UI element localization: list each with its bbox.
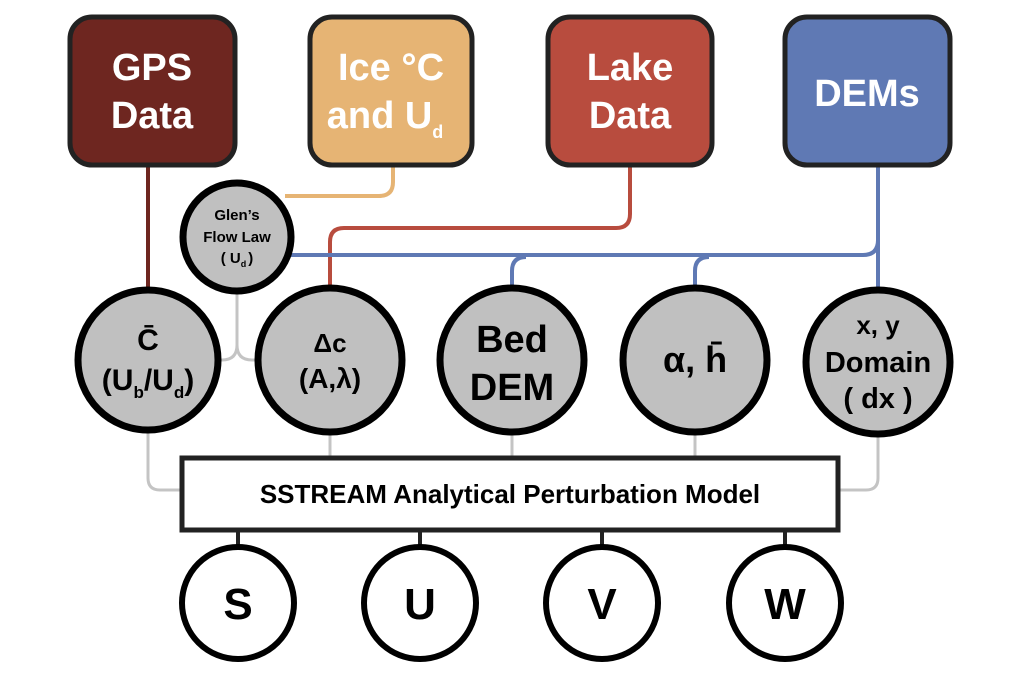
deltac-line2: (A,λ): [299, 363, 361, 394]
bed-line1: Bed: [476, 319, 548, 361]
bed-line2: DEM: [470, 367, 554, 409]
param-domain: x, y Domain ( dx ): [802, 286, 954, 438]
ice-connector: [285, 165, 395, 198]
connectors: [146, 165, 880, 548]
glen-connector: [208, 292, 256, 362]
source-dems: DEMs: [782, 14, 953, 168]
output-s: S: [179, 544, 297, 662]
glen-line3: ( Ud): [221, 250, 254, 269]
output-connectors: [236, 530, 787, 548]
ice-label-line2: and Ud: [327, 95, 444, 142]
lake-label-line2: Data: [589, 95, 672, 137]
source-ice-temp: Ice °C and Ud: [307, 14, 475, 168]
domain-model-connector: [838, 418, 880, 492]
deltac-line1: Δc: [313, 328, 346, 358]
output-w: W: [726, 544, 844, 662]
domain-line1: x, y: [856, 310, 900, 340]
output-u-label: U: [404, 580, 436, 629]
sstream-model-box: SSTREAM Analytical Perturbation Model: [179, 455, 841, 533]
glen-line2: Flow Law: [203, 229, 271, 246]
model-label: SSTREAM Analytical Perturbation Model: [260, 479, 760, 509]
cbar-model-connector: [146, 420, 182, 492]
dems-connector: [290, 165, 880, 300]
source-gps-data: GPS Data: [67, 14, 238, 168]
source-lake-data: Lake Data: [545, 14, 715, 168]
param-alpha-h: α, h̄: [619, 284, 771, 436]
gps-label-line2: Data: [111, 95, 194, 137]
glen-line1: Glen’s: [214, 207, 259, 224]
domain-line3: ( dx ): [843, 383, 912, 415]
output-s-label: S: [223, 580, 252, 629]
ice-label-line1: Ice °C: [338, 47, 444, 89]
dems-label: DEMs: [814, 73, 920, 115]
glens-flow-law-node: Glen’s Flow Law ( Ud): [179, 179, 295, 295]
lake-label-line1: Lake: [587, 47, 674, 89]
lake-connector: [328, 165, 632, 300]
param-delta-c: Δc (A,λ): [254, 284, 406, 436]
param-c-bar: C̄ (Ub/Ud): [74, 286, 222, 434]
output-w-label: W: [764, 580, 806, 629]
output-u: U: [361, 544, 479, 662]
gps-label-line1: GPS: [112, 47, 192, 89]
alpha-h-label: α, h̄: [663, 339, 727, 380]
output-v: V: [543, 544, 661, 662]
domain-line2: Domain: [825, 347, 931, 379]
param-bed-dem: Bed DEM: [436, 284, 588, 436]
output-v-label: V: [587, 580, 617, 629]
cbar-line2: (Ub/Ud): [102, 364, 194, 402]
cbar-line1: C̄: [137, 324, 159, 357]
